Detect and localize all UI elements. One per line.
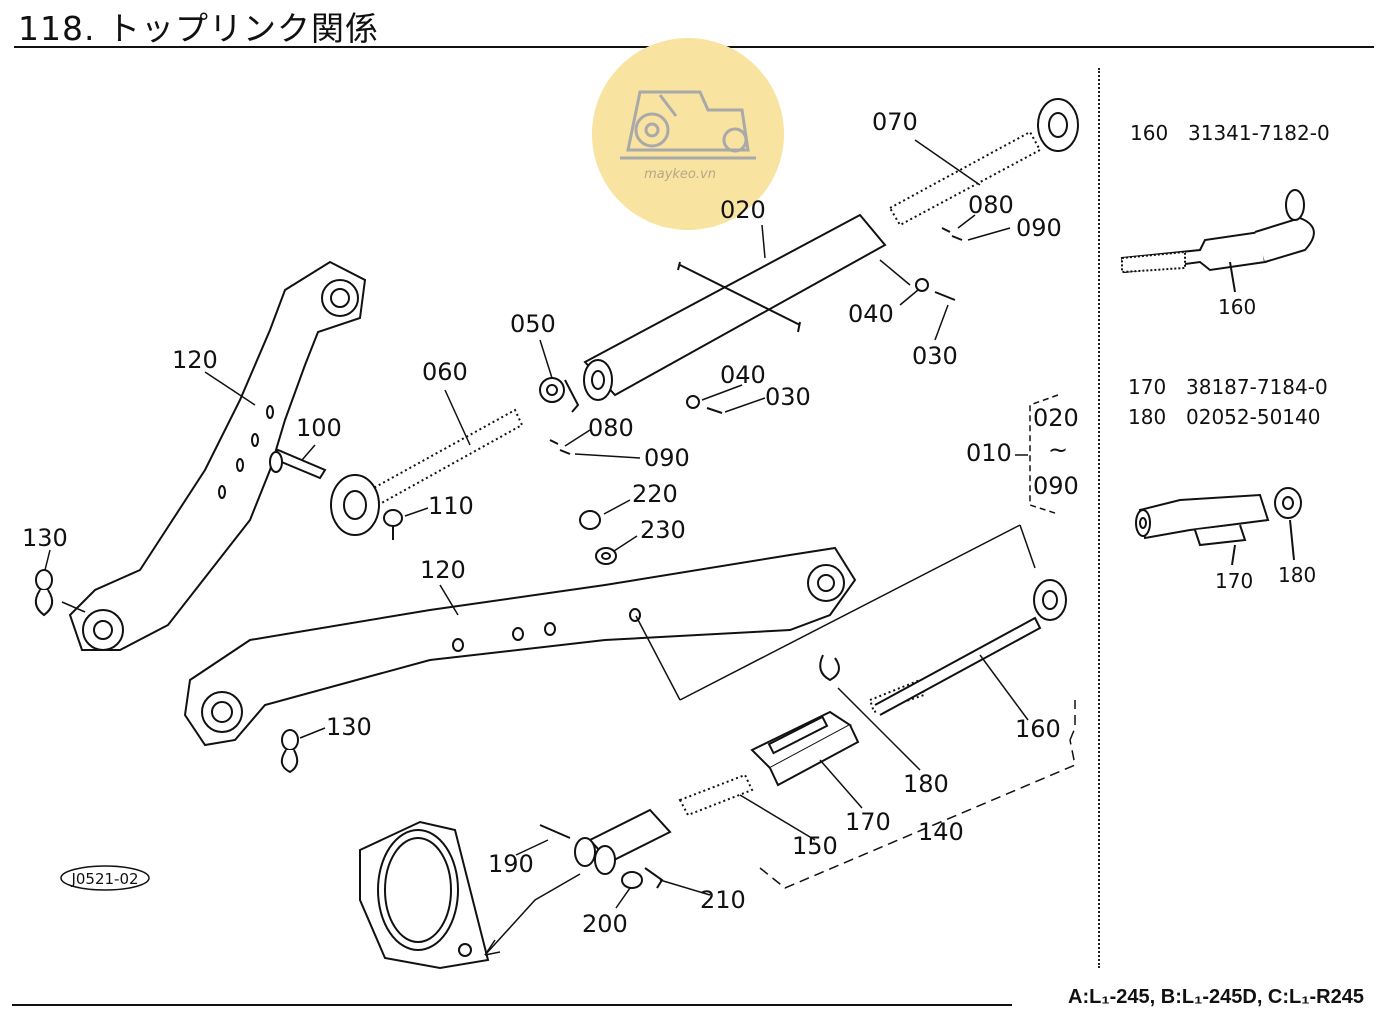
lower-lift-arm (183, 546, 857, 747)
spec-number-180: 180 (1128, 405, 1166, 429)
callout-080-upper: 080 (968, 191, 1014, 219)
callout-220: 220 (632, 480, 678, 508)
callout-090-upper: 090 (1016, 214, 1062, 242)
callout-040-lower: 040 (720, 361, 766, 389)
callout-230: 230 (640, 516, 686, 544)
callout-150: 150 (792, 832, 838, 860)
callout-020: 020 (720, 196, 766, 224)
callout-010: 010 (966, 439, 1012, 467)
model-legend: A:L₁-245, B:L₁-245D, C:L₁-R245 (1068, 986, 1364, 1008)
spec-partno-170: 38187-7184-0 (1186, 375, 1328, 399)
callout-050: 050 (510, 310, 556, 338)
callout-060: 060 (422, 358, 468, 386)
top-link-body (583, 213, 887, 401)
callout-120-lower: 120 (420, 556, 466, 584)
threaded-rods (368, 130, 1042, 817)
callout-160: 160 (1015, 715, 1061, 743)
leveling-assembly (539, 579, 1067, 889)
callout-130-lower: 130 (326, 713, 372, 741)
callout-180: 180 (903, 770, 949, 798)
callout-170: 170 (845, 808, 891, 836)
callout-190: 190 (488, 850, 534, 878)
group-outline-140 (759, 700, 1076, 889)
callout-200: 200 (582, 910, 628, 938)
callout-040-upper: 040 (848, 300, 894, 328)
range-tilde: ~ (1048, 436, 1068, 464)
rod-end-eyes (330, 98, 1079, 536)
callout-030-lower: 030 (765, 383, 811, 411)
figure-code: J0521-02 (70, 870, 138, 888)
callout-080-lower: 080 (588, 414, 634, 442)
callout-labels: 070 020 080 090 040 030 050 060 040 030 … (22, 108, 1316, 938)
spec-partno-160: 31341-7182-0 (1188, 121, 1330, 145)
callout-030-upper: 030 (912, 342, 958, 370)
bottom-rule (12, 1004, 1012, 1006)
figure-code-oval (60, 865, 150, 891)
small-hardware (34, 227, 963, 774)
callout-210: 210 (700, 886, 746, 914)
callout-130-left: 130 (22, 524, 68, 552)
tractor-icon (620, 90, 756, 160)
watermark-disc (592, 38, 784, 230)
upper-lift-arm (68, 260, 367, 651)
page-title: 118. トップリンク関係 (18, 9, 379, 48)
callout-090-lower: 090 (644, 444, 690, 472)
callout-range-090: 090 (1033, 472, 1079, 500)
figure-label-170: 170 (1215, 569, 1253, 593)
mounting-bracket (359, 820, 490, 970)
callout-070: 070 (872, 108, 918, 136)
figure-170-180 (1135, 487, 1302, 566)
leader-lines (44, 139, 1036, 956)
watermark: maykeo.vn (592, 38, 784, 230)
callout-110: 110 (428, 492, 474, 520)
callout-range-020: 020 (1033, 404, 1079, 432)
spec-number-160: 160 (1130, 121, 1168, 145)
figure-160 (1120, 189, 1315, 293)
watermark-text: maykeo.vn (644, 167, 716, 182)
spec-partno-180: 02052-50140 (1186, 405, 1320, 429)
panel-divider (1098, 68, 1100, 968)
figure-label-180: 180 (1278, 563, 1316, 587)
callout-140: 140 (918, 818, 964, 846)
spec-number-170: 170 (1128, 375, 1166, 399)
figure-label-160: 160 (1218, 295, 1256, 319)
range-bracket (1029, 394, 1059, 515)
callout-100: 100 (296, 414, 342, 442)
callout-120-upper: 120 (172, 346, 218, 374)
part-spec-list: 160 31341-7182-0 170 38187-7184-0 180 02… (1128, 121, 1330, 429)
